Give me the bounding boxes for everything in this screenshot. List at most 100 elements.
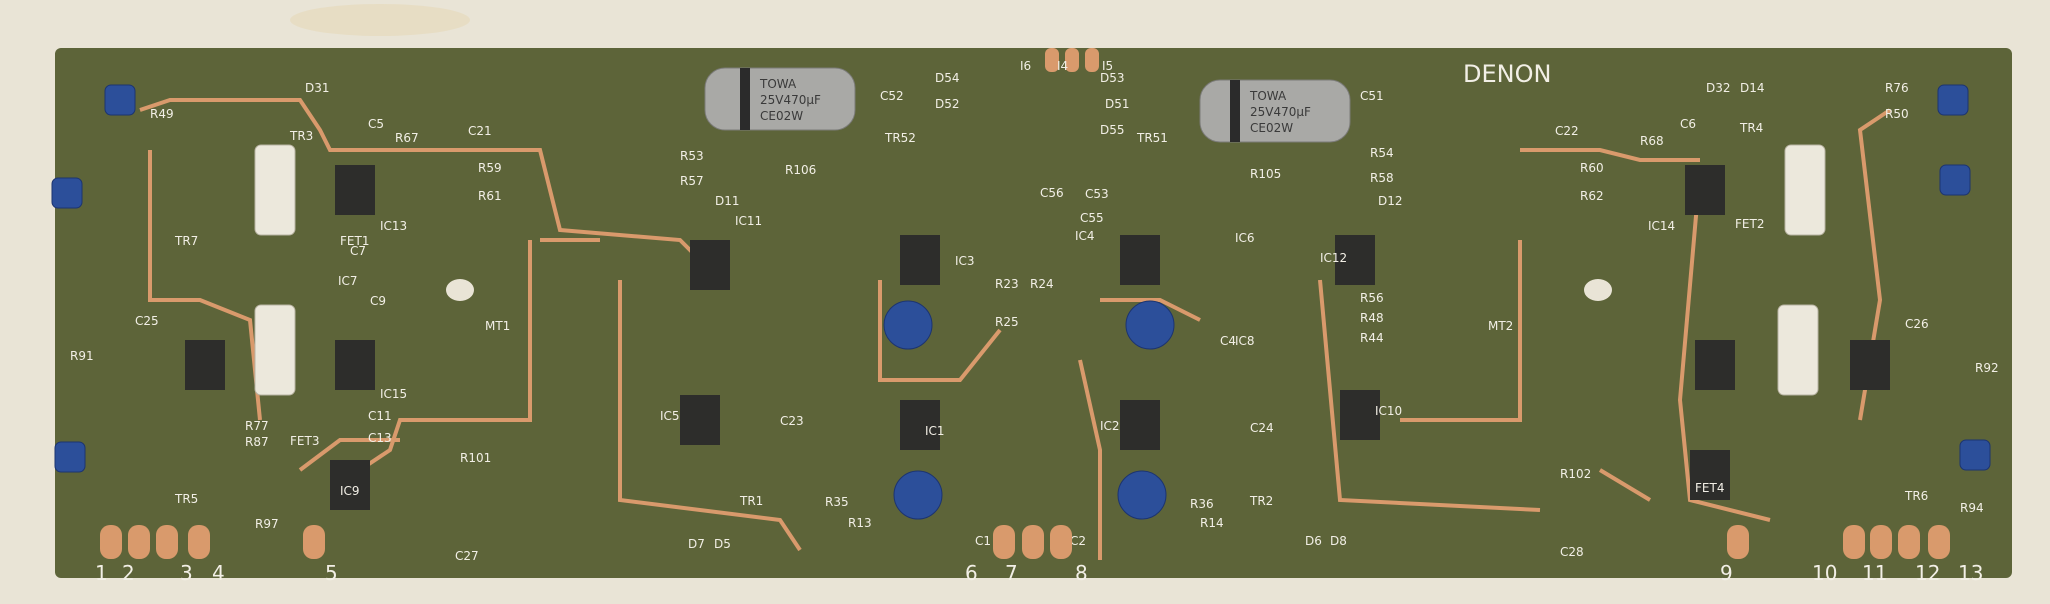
silkscreen-label: 13 bbox=[1958, 561, 1983, 585]
silkscreen-label: 5 bbox=[325, 561, 338, 585]
silkscreen-label: IC8 bbox=[1235, 334, 1255, 348]
silkscreen-label: IC3 bbox=[955, 254, 975, 268]
silkscreen-label: TR5 bbox=[174, 492, 198, 506]
silkscreen-label: R50 bbox=[1885, 107, 1909, 121]
silkscreen-label: R62 bbox=[1580, 189, 1604, 203]
silkscreen-label: C24 bbox=[1250, 421, 1274, 435]
brand-logo: DENON bbox=[1463, 60, 1551, 88]
silkscreen-label: D7 bbox=[688, 537, 705, 551]
silkscreen-label: C21 bbox=[468, 124, 492, 138]
silkscreen-label: 10 bbox=[1812, 561, 1837, 585]
silkscreen-label: IC4 bbox=[1075, 229, 1095, 243]
silkscreen-label: IC5 bbox=[660, 409, 680, 423]
silkscreen-label: IC13 bbox=[380, 219, 407, 233]
jumper-pads: I6 I4 I5 bbox=[1020, 48, 1113, 73]
silkscreen-label: D14 bbox=[1740, 81, 1765, 95]
silkscreen-label: IC10 bbox=[1375, 404, 1402, 418]
silkscreen-label: R53 bbox=[680, 149, 704, 163]
silkscreen-label: TR6 bbox=[1904, 489, 1928, 503]
silkscreen-label: R56 bbox=[1360, 291, 1384, 305]
silkscreen-label: R92 bbox=[1975, 361, 1999, 375]
silkscreen-label: 8 bbox=[1075, 561, 1088, 585]
silkscreen-label: D55 bbox=[1100, 123, 1125, 137]
silkscreen-label: IC12 bbox=[1320, 251, 1347, 265]
silkscreen-label: R67 bbox=[395, 131, 419, 145]
silkscreen-label: 9 bbox=[1720, 561, 1733, 585]
silkscreen-label: IC9 bbox=[340, 484, 360, 498]
silkscreen-label: R94 bbox=[1960, 501, 1984, 515]
capacitor-maker: TOWA bbox=[759, 77, 797, 91]
silkscreen-label: C23 bbox=[780, 414, 804, 428]
big-capacitor: TOWA 25V470μF CE02W C52 bbox=[704, 67, 904, 131]
ic-label-ic14: IC14 bbox=[1648, 219, 1675, 233]
silkscreen-label: R24 bbox=[1030, 277, 1054, 291]
silkscreen-label: R91 bbox=[70, 349, 94, 363]
silkscreen-label: IC11 bbox=[735, 214, 762, 228]
silkscreen-label: R36 bbox=[1190, 497, 1214, 511]
silkscreen-label: R97 bbox=[255, 517, 279, 531]
silkscreen-label: 11 bbox=[1862, 561, 1887, 585]
capacitor-label: C52 bbox=[880, 89, 904, 103]
mount-label: MT2 bbox=[1488, 319, 1513, 333]
silkscreen-label: C6 bbox=[1680, 117, 1696, 131]
silkscreen-label: 3 bbox=[180, 561, 193, 585]
silkscreen-label: IC1 bbox=[925, 424, 945, 438]
silkscreen-label: D6 bbox=[1305, 534, 1322, 548]
capacitor-series: CE02W bbox=[1250, 121, 1293, 135]
silkscreen-label: C9 bbox=[370, 294, 386, 308]
silkscreen-label: TR1 bbox=[739, 494, 763, 508]
silkscreen-label: I5 bbox=[1102, 59, 1113, 73]
silkscreen-label: D51 bbox=[1105, 97, 1130, 111]
ic-label-ic7: IC7 bbox=[338, 274, 358, 288]
silkscreen-label: R76 bbox=[1885, 81, 1909, 95]
silkscreen-label: R35 bbox=[825, 495, 849, 509]
mount-hole bbox=[1584, 279, 1612, 301]
silkscreen-label: I6 bbox=[1020, 59, 1031, 73]
silkscreen-label: D53 bbox=[1100, 71, 1125, 85]
silkscreen-label: FET3 bbox=[290, 434, 319, 448]
silkscreen-label: 6 bbox=[965, 561, 978, 585]
silkscreen-label: C2 bbox=[1070, 534, 1086, 548]
silkscreen-label: FET4 bbox=[1695, 481, 1724, 495]
silkscreen-label: TR4 bbox=[1739, 121, 1763, 135]
silkscreen-label: TR51 bbox=[1136, 131, 1168, 145]
silkscreen-label: 4 bbox=[212, 561, 225, 585]
silkscreen-labels: IC11 IC12 IC13 IC1 IC2 IC3 IC4 IC5 IC6 I… bbox=[70, 71, 1999, 563]
silkscreen-label: FET1 bbox=[340, 234, 369, 248]
mount-hole bbox=[446, 279, 474, 301]
edge-pads: 1 2 3 4 5 6 7 8 9 10 11 12 13 bbox=[95, 525, 1983, 585]
silkscreen-label: R101 bbox=[460, 451, 491, 465]
silkscreen-label: TR52 bbox=[884, 131, 916, 145]
silkscreen-label: 12 bbox=[1915, 561, 1940, 585]
silkscreen-label: IC15 bbox=[380, 387, 407, 401]
silkscreen-label: TR7 bbox=[174, 234, 198, 248]
silkscreen-label: R49 bbox=[150, 107, 174, 121]
silkscreen-label: IC2 bbox=[1100, 419, 1120, 433]
silkscreen-label: R105 bbox=[1250, 167, 1281, 181]
silkscreen-label: D12 bbox=[1378, 194, 1403, 208]
silkscreen-label: C28 bbox=[1560, 545, 1584, 559]
silkscreen-label: C11 bbox=[368, 409, 392, 423]
silkscreen-label: IC6 bbox=[1235, 231, 1255, 245]
circuit-board bbox=[55, 48, 2012, 578]
silkscreen-label: R13 bbox=[848, 516, 872, 530]
capacitor-rating: 25V470μF bbox=[1250, 105, 1311, 119]
silkscreen-label: R54 bbox=[1370, 146, 1394, 160]
silkscreen-label: D32 bbox=[1706, 81, 1731, 95]
silkscreen-label: 1 bbox=[95, 561, 108, 585]
silkscreen-label: R44 bbox=[1360, 331, 1384, 345]
silkscreen-label: C56 bbox=[1040, 186, 1064, 200]
silkscreen-label: D54 bbox=[935, 71, 960, 85]
silkscreen-label: C7 bbox=[350, 244, 366, 258]
silkscreen-label: R77 bbox=[245, 419, 269, 433]
silkscreen-label: R60 bbox=[1580, 161, 1604, 175]
trimpots bbox=[51, 84, 1991, 520]
silkscreen-label: R58 bbox=[1370, 171, 1394, 185]
silkscreen-label: FET2 bbox=[1735, 217, 1764, 231]
silkscreen-label: 7 bbox=[1005, 561, 1018, 585]
silkscreen-label: C53 bbox=[1085, 187, 1109, 201]
silkscreen-label: R14 bbox=[1200, 516, 1224, 530]
silkscreen-label: R23 bbox=[995, 277, 1019, 291]
silkscreen-label: R68 bbox=[1640, 134, 1664, 148]
